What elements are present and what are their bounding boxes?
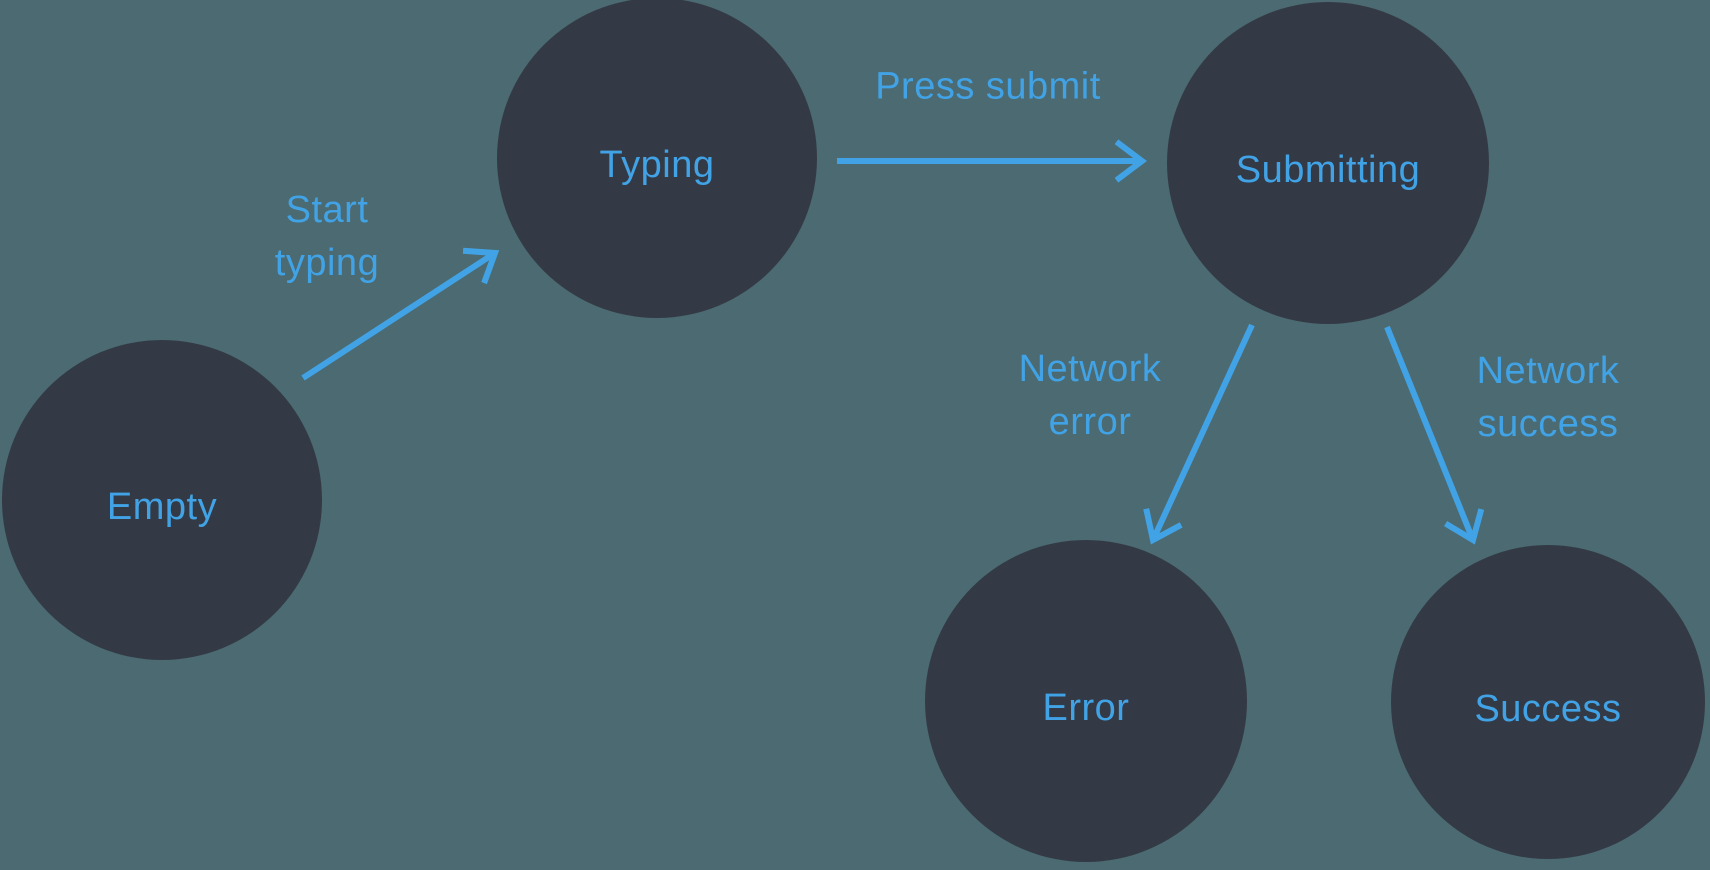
state-label-submitting: Submitting — [1235, 148, 1421, 191]
transition-label-line: typing — [274, 242, 380, 284]
arrowhead-icon — [1114, 139, 1147, 183]
transition-label-line: success — [1477, 403, 1619, 445]
transition-arrow-network-error — [1143, 323, 1255, 545]
transition-arrow-press-submit — [837, 139, 1147, 183]
state-node-empty: Empty — [2, 340, 322, 660]
transition-label-line: Network — [1018, 348, 1162, 390]
state-node-submitting: Submitting — [1167, 2, 1489, 324]
state-label-typing: Typing — [599, 143, 715, 186]
state-node-success: Success — [1391, 545, 1705, 859]
transition-label-start-typing: Start typing — [275, 184, 379, 290]
transition-label-line: Start — [285, 189, 369, 231]
state-node-typing: Typing — [497, 0, 817, 318]
arrow-shaft — [1384, 325, 1476, 542]
state-label-success: Success — [1474, 687, 1622, 730]
transition-label-line: Press submit — [875, 65, 1101, 108]
arrowhead-icon — [1143, 508, 1183, 545]
transition-label-line: Network — [1476, 350, 1620, 392]
transition-label-press-submit: Press submit — [875, 61, 1101, 114]
transition-label-network-error: Network error — [1019, 343, 1162, 449]
state-label-empty: Empty — [106, 485, 218, 528]
arrow-shaft — [1150, 323, 1255, 542]
transition-label-network-success: Network success — [1477, 345, 1620, 451]
state-node-error: Error — [925, 540, 1247, 862]
transition-arrow-network-success — [1384, 325, 1485, 545]
transition-label-line: error — [1048, 401, 1132, 443]
arrowhead-icon — [1444, 508, 1485, 545]
state-label-error: Error — [1042, 686, 1130, 729]
arrowhead-icon — [462, 247, 500, 285]
